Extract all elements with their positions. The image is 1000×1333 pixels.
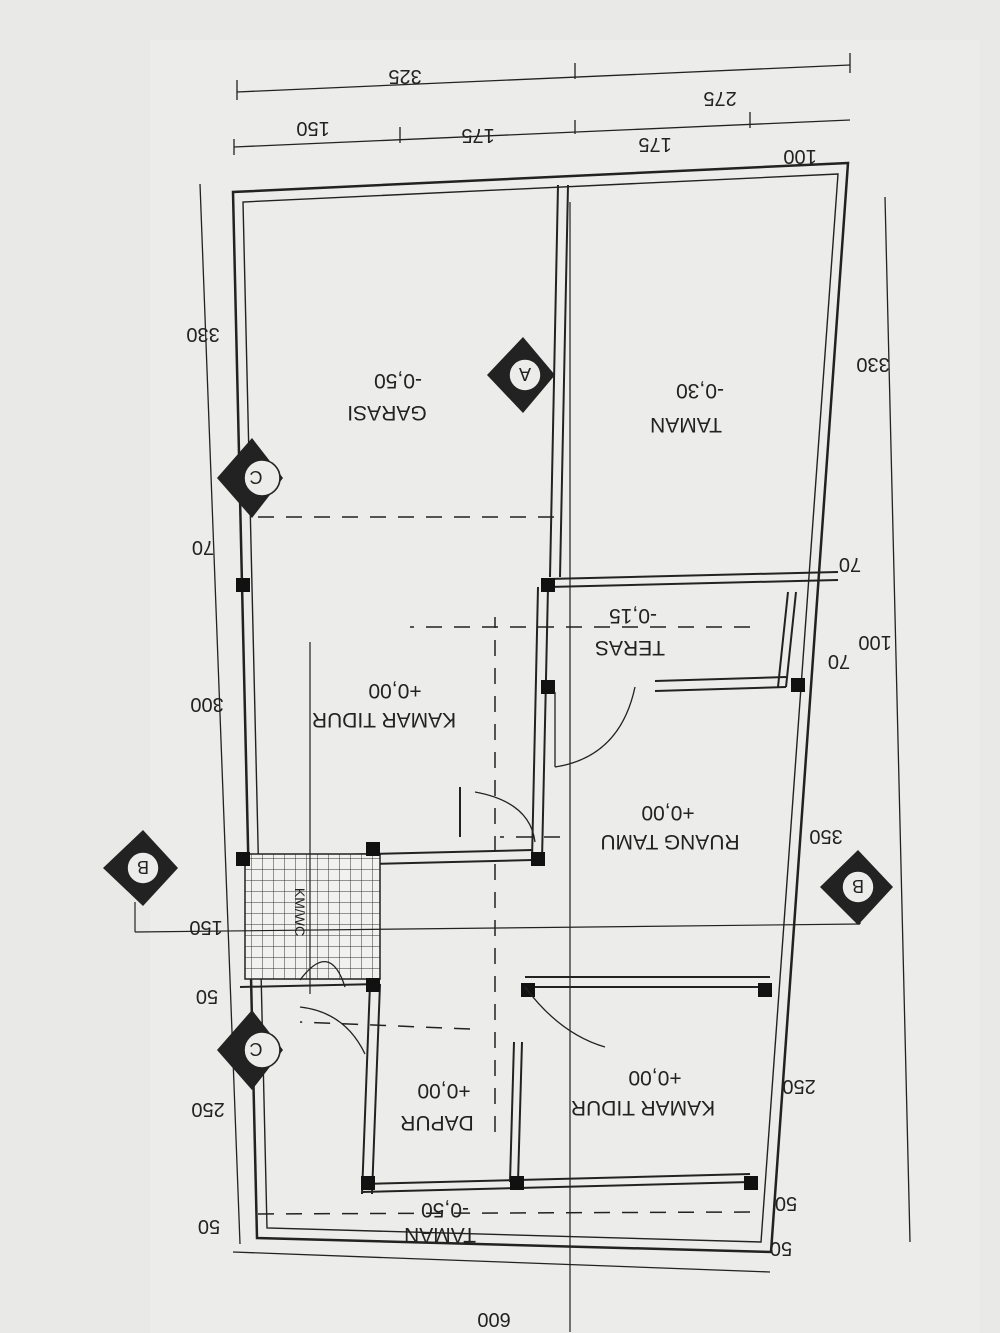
dim-left-5: 50 [196, 985, 218, 1007]
dim-top-inner-2: 175 [461, 124, 494, 146]
section-marker-b-right-label: B [852, 876, 864, 896]
dim-right-8: 50 [770, 1237, 792, 1259]
room-teras-level: -0,15 [609, 604, 657, 627]
dim-left-6: 250 [191, 1098, 224, 1120]
room-kamar1-level: +0,00 [368, 679, 421, 702]
room-taman-top-name: TAMAN [650, 413, 722, 436]
dim-right-2: 70 [839, 553, 861, 575]
section-marker-c-bottom-label: C [250, 1039, 263, 1059]
room-taman-bottom-name: TAMAN [404, 1223, 476, 1246]
section-marker-b-left-label: B [137, 857, 149, 877]
dim-right-3: 100 [858, 631, 891, 653]
room-taman-bottom-level: -0,50 [421, 1198, 469, 1221]
dim-top-outer-2: 275 [703, 87, 736, 109]
section-marker-b-right: B [820, 850, 893, 925]
section-marker-a: A [487, 337, 555, 413]
room-km-name: KM/WC [292, 888, 308, 936]
dim-top-inner-4: 100 [783, 145, 816, 167]
dim-left-4: 150 [189, 916, 222, 938]
dim-top-outer-1: 325 [388, 65, 421, 87]
dim-top-inner-1: 150 [296, 117, 329, 139]
section-marker-a-label: A [519, 364, 531, 384]
dim-left-1: 330 [186, 323, 219, 345]
dim-right-6: 250 [782, 1075, 815, 1097]
dim-top-inner-3: 175 [638, 133, 671, 155]
section-marker-b-left: B [103, 830, 178, 906]
room-kamar2-name: KAMAR TIDUR [571, 1096, 715, 1119]
room-kamar2-level: +0,00 [628, 1066, 681, 1089]
section-marker-c-top-label: C [250, 467, 263, 487]
room-garasi-name: GARASI [347, 401, 426, 424]
dim-right-1: 330 [856, 353, 889, 375]
room-garasi-level: -0,50 [374, 369, 422, 392]
dim-left-2: 70 [192, 536, 214, 558]
section-marker-c-top: C [217, 438, 283, 518]
dim-bottom: 600 [477, 1308, 510, 1330]
dim-left-3: 300 [190, 693, 223, 715]
dim-left-7: 50 [198, 1215, 220, 1237]
room-ruang-tamu-level: +0,00 [641, 801, 694, 824]
room-dapur-name: DAPUR [400, 1111, 474, 1134]
dim-right-5: 350 [809, 825, 842, 847]
room-ruang-tamu-name: RUANG TAMU [600, 830, 739, 853]
dim-right-4: 70 [828, 650, 850, 672]
room-dapur-level: +0,00 [417, 1079, 470, 1102]
room-taman-top-level: -0,30 [676, 379, 724, 402]
room-teras-name: TERAS [595, 636, 665, 659]
dimension-lines [199, 53, 911, 1273]
dim-right-7: 50 [775, 1192, 797, 1214]
section-marker-c-bottom: C [217, 1010, 283, 1090]
outer-walls [231, 161, 850, 1254]
room-kamar1-name: KAMAR TIDUR [312, 708, 456, 731]
bathroom-tiles [244, 853, 381, 980]
